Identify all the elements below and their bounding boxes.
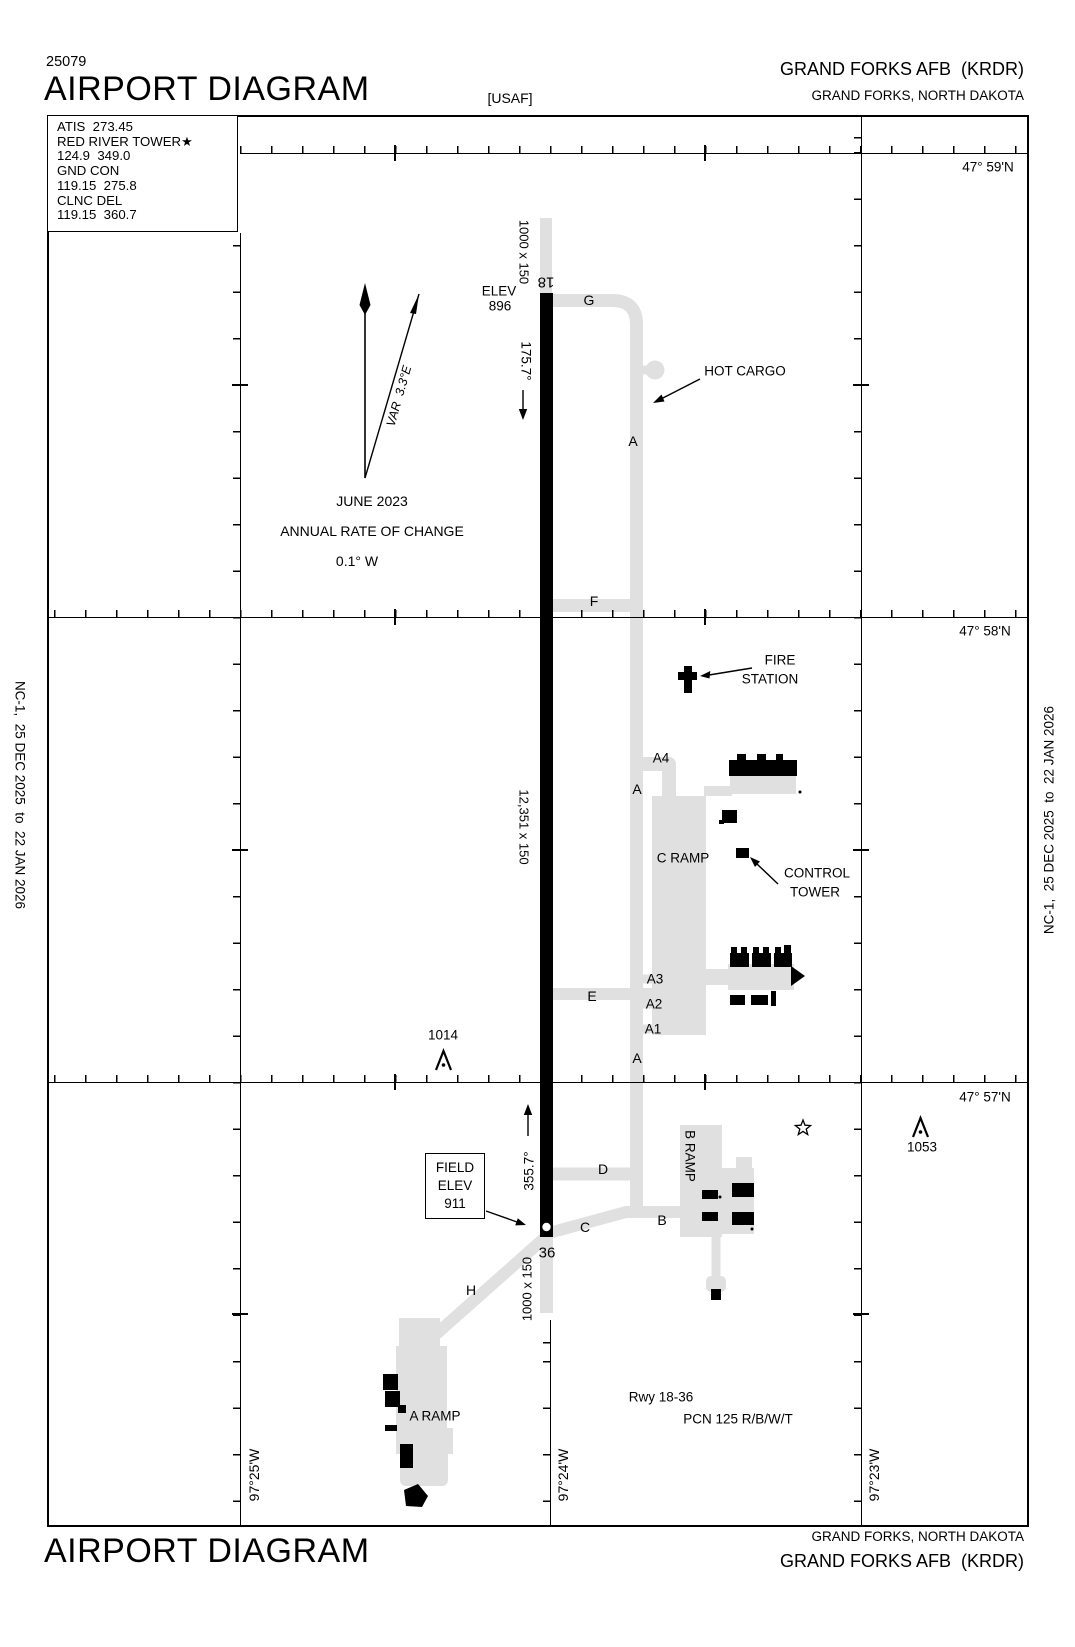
longitude-ticks-97-23 <box>853 115 861 1525</box>
taxiway-a4 <box>640 757 676 798</box>
comms-line: 124.9 349.0 <box>57 148 131 164</box>
pavement-layer <box>396 218 796 1486</box>
longitude-ticks-97-25 <box>232 233 240 1525</box>
field-elev-arrow <box>485 1210 518 1223</box>
fire-station-icon <box>678 666 697 693</box>
halfminute-tick <box>704 1074 706 1090</box>
map-dot <box>798 790 802 794</box>
c-ramp-apron <box>652 796 706 1035</box>
hot-cargo-arrow-head-icon <box>653 394 665 403</box>
c-ramp-connector-north <box>704 786 732 796</box>
control-tower-arrow <box>756 863 779 885</box>
magvar-arrow-head-icon <box>410 294 419 314</box>
overrun-north <box>540 218 552 293</box>
page-title-top: AIRPORT DIAGRAM <box>44 70 370 108</box>
comms-line: GND CON <box>57 163 120 179</box>
halfminute-tick <box>853 849 869 851</box>
obstruction-tower-1014-icon <box>434 1048 453 1071</box>
comms-line: ATIS 273.45 <box>57 119 133 134</box>
header-city-state: GRAND FORKS, NORTH DAKOTA <box>811 88 1024 103</box>
a-ramp-buildings <box>383 1374 428 1507</box>
control-tower-arrow-head-icon <box>750 857 760 867</box>
taxiway-c <box>547 1206 688 1239</box>
comms-line: CLNC DEL <box>57 192 123 208</box>
page-title-bottom: AIRPORT DIAGRAM <box>44 1532 370 1570</box>
hot-cargo-pad <box>645 360 665 380</box>
latitude-ticks-47-57 <box>47 1074 1027 1082</box>
edition-note-right: NC-1, 25 DEC 2025 to 22 JAN 2026 <box>1041 705 1057 935</box>
comms-line: RED RIVER TOWER★ <box>57 133 193 149</box>
longitude-gridline-97-23 <box>860 115 862 1525</box>
chart-number: 25079 <box>46 54 87 70</box>
map-dot <box>750 1227 754 1231</box>
heading-arrow-18-head-icon <box>518 409 528 420</box>
comms-line: 119.15 275.8 <box>57 177 137 193</box>
heading-arrow-36-head-icon <box>523 1104 533 1115</box>
field-elev-box: FIELD ELEV 911 <box>425 1153 485 1219</box>
halfminute-tick <box>394 145 396 161</box>
fire-station-arrow-head-icon <box>700 671 711 679</box>
b-ramp-buildings <box>702 1183 754 1300</box>
field-elev-value: 911 <box>444 1196 466 1211</box>
map-dot <box>718 1195 722 1199</box>
comms-line: 119.15 360.7 <box>57 207 137 223</box>
fire-station-arrow <box>708 667 753 676</box>
comms-frequency-box: ATIS 273.45 RED RIVER TOWER★ 124.9 349.0… <box>47 115 238 232</box>
c-ramp-pad-south <box>728 964 794 990</box>
halfminute-tick <box>232 849 248 851</box>
edition-note-left: NC-1, 25 DEC 2025 to 22 JAN 2026 <box>12 680 28 910</box>
halfminute-tick <box>232 384 248 386</box>
longitude-gridline-97-25 <box>239 233 241 1525</box>
north-arrow-head-icon <box>359 283 371 315</box>
halfminute-tick <box>232 1313 248 1315</box>
latitude-ticks-47-59 <box>240 145 1027 153</box>
footer-airport-name: GRAND FORKS AFB (KRDR) <box>779 1551 1024 1571</box>
runway-end-point <box>542 1222 551 1232</box>
halfminute-tick <box>853 384 869 386</box>
c-ramp-buildings-south <box>730 945 805 1006</box>
header-airport-name: GRAND FORKS AFB (KRDR) <box>779 59 1024 79</box>
a-ramp-apron-mid <box>396 1346 447 1434</box>
org-tag: [USAF] <box>487 90 533 106</box>
ink-layer <box>359 283 930 1507</box>
c-ramp-buildings-north <box>719 754 797 824</box>
obstruction-tower-1053-icon <box>911 1115 930 1138</box>
halfminute-tick <box>394 1074 396 1090</box>
c-ramp-pad-north <box>730 776 796 794</box>
b-ramp-stub-pad <box>706 1276 726 1292</box>
latitude-gridline-47-57 <box>47 1081 1027 1083</box>
halfminute-tick <box>704 609 706 625</box>
b-ramp-apron-nub <box>736 1157 752 1171</box>
c-ramp-connector-south <box>704 969 730 985</box>
taxiway-a <box>553 294 643 1210</box>
field-elev-line: ELEV <box>437 1178 473 1193</box>
magvar-arrow <box>364 293 420 479</box>
footer-city-state: GRAND FORKS, NORTH DAKOTA <box>811 1529 1024 1544</box>
longitude-ticks-97-24 <box>542 1320 550 1525</box>
latitude-gridline-47-59 <box>240 152 1027 154</box>
latitude-gridline-47-58 <box>47 616 1027 618</box>
latitude-ticks-47-58 <box>47 609 1027 617</box>
beacon-star-icon <box>793 1118 813 1136</box>
runway-18-36 <box>540 293 553 1237</box>
halfminute-tick <box>394 609 396 625</box>
control-tower-building <box>736 848 749 858</box>
longitude-gridline-97-24 <box>549 1320 551 1525</box>
taxiway-h <box>430 1229 553 1341</box>
field-elev-line: FIELD <box>435 1160 475 1175</box>
halfminute-tick <box>853 1313 869 1315</box>
overrun-south <box>540 1237 553 1313</box>
halfminute-tick <box>704 145 706 161</box>
field-elev-arrow-head-icon <box>515 1218 526 1226</box>
hot-cargo-arrow <box>658 378 701 401</box>
